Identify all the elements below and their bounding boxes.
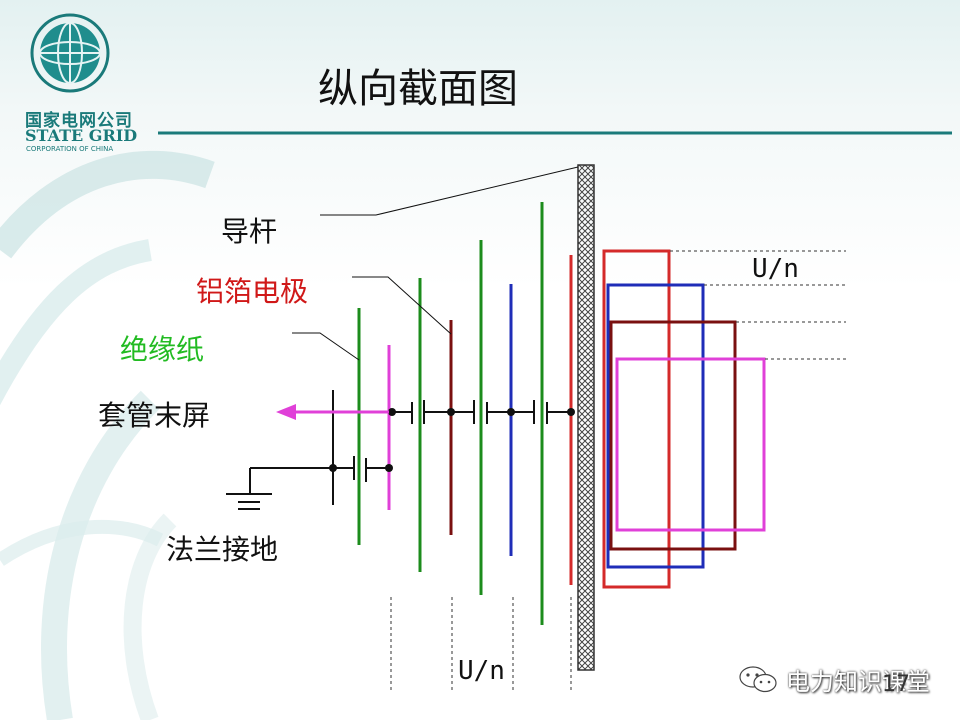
state-grid-logo: 国家电网公司 STATE GRID CORPORATION OF CHINA bbox=[8, 8, 148, 156]
bottom-guide-lines bbox=[390, 597, 572, 692]
wechat-icon bbox=[739, 666, 777, 693]
page-number: 17 bbox=[882, 672, 910, 697]
label-flange-ground: 法兰接地 bbox=[166, 533, 279, 566]
foil-rect-magenta bbox=[615, 357, 766, 532]
layer-lines bbox=[357, 202, 573, 625]
watermark-text: 电力知识课堂 bbox=[786, 668, 930, 696]
end-screen-arrow-icon bbox=[276, 404, 296, 420]
brand-name-en: STATE GRID bbox=[25, 126, 138, 145]
label-conductor-rod: 导杆 bbox=[221, 215, 278, 248]
right-guide-lines bbox=[670, 250, 846, 360]
circuit-nodes bbox=[329, 408, 575, 472]
foil-rect-maroon bbox=[609, 320, 737, 551]
globe-icon bbox=[30, 13, 110, 93]
label-voltage-step-bottom: U/n bbox=[458, 656, 505, 686]
brand-tagline: CORPORATION OF CHINA bbox=[26, 145, 114, 153]
capacitor-chain bbox=[226, 390, 571, 510]
brand-name-cn: 国家电网公司 bbox=[25, 111, 133, 131]
foil-rect-red bbox=[602, 249, 671, 589]
label-bushing-end-screen: 套管末屏 bbox=[98, 399, 211, 432]
label-insulating-paper: 绝缘纸 bbox=[120, 333, 205, 366]
label-aluminum-foil-electrode: 铝箔电极 bbox=[196, 275, 309, 308]
foil-rect-blue bbox=[606, 283, 705, 569]
label-voltage-step-right: U/n bbox=[752, 254, 799, 284]
leader-lines bbox=[292, 166, 579, 361]
conductor-rod bbox=[577, 164, 595, 671]
slide-title: 纵向截面图 bbox=[318, 66, 518, 112]
